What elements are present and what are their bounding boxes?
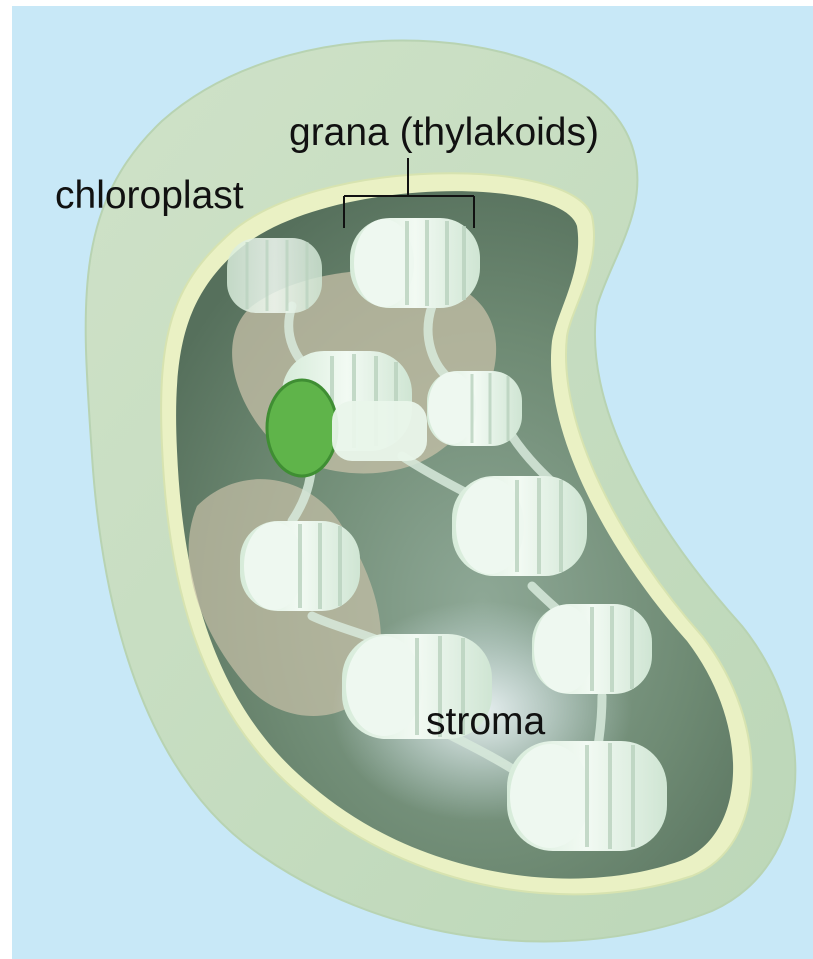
granum-stack-center xyxy=(452,476,587,576)
granum-stack-left xyxy=(240,521,360,611)
label-chloroplast: chloroplast xyxy=(55,176,244,215)
granum-stack-middle-right xyxy=(427,371,522,446)
granum-stack-right xyxy=(532,604,652,694)
granum-stack-bottom-right xyxy=(507,741,667,851)
label-grana: grana (thylakoids) xyxy=(289,113,599,152)
granum-cut-face xyxy=(267,380,337,476)
label-stroma: stroma xyxy=(426,702,545,741)
granum-stack-cut xyxy=(267,351,427,476)
diagram-panel: chloroplast grana (thylakoids) stroma xyxy=(12,6,813,959)
granum-stack-top xyxy=(350,218,480,308)
granum-stack-top-left xyxy=(227,238,322,313)
